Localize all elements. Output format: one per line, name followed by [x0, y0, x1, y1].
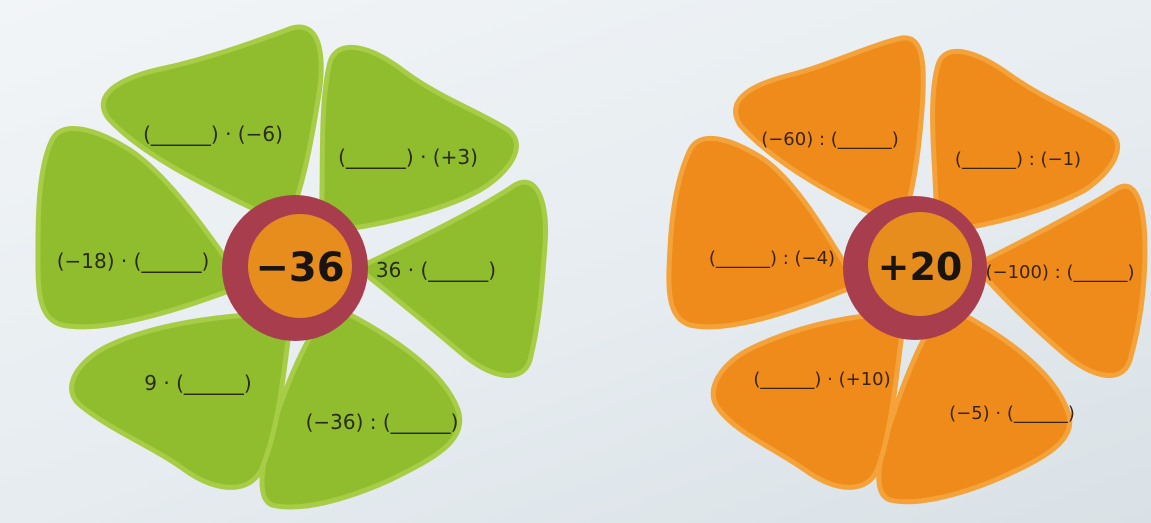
green-flower: −36 (______) · (−6) (______) · (+3) 36 ·…: [35, 24, 548, 510]
green-center-disc: [248, 214, 352, 318]
orange-petal-5: [710, 312, 908, 490]
green-petal-label-2: (______) · (+3): [338, 145, 478, 169]
green-petal-2: [317, 44, 519, 235]
green-petal-label-4: (−36) : (______): [306, 410, 459, 434]
orange-petal-label-3: (−100) : (______): [985, 262, 1134, 283]
green-petal-label-3: 36 · (______): [376, 258, 496, 282]
orange-petal-label-2: (______) : (−1): [955, 149, 1081, 170]
orange-petal-3: [972, 183, 1148, 378]
orange-flower: +20 (−60) : (______) (______) : (−1) (−1…: [666, 35, 1148, 505]
orange-center-disc: [868, 212, 972, 316]
green-petal-1: [100, 24, 324, 228]
orange-petal-1: [733, 35, 926, 228]
orange-petal-label-1: (−60) : (______): [761, 129, 899, 150]
green-petal-label-6: (−18) · (______): [57, 249, 210, 273]
green-center-value: −36: [255, 245, 344, 291]
orange-petal-6: [666, 135, 861, 330]
orange-petal-label-5: (______) · (+10): [753, 369, 890, 390]
orange-petal-label-6: (______) : (−4): [709, 248, 835, 269]
orange-petal-label-4: (−5) · (______): [949, 403, 1075, 424]
green-petal-6: [35, 126, 248, 330]
orange-petal-2: [930, 48, 1121, 235]
orange-petals: [666, 35, 1148, 505]
green-petal-3: [355, 179, 548, 378]
green-petal-5: [69, 312, 295, 490]
green-petal-label-5: 9 · (______): [144, 371, 251, 395]
green-petals: [35, 24, 548, 510]
green-petal-label-1: (______) · (−6): [143, 122, 283, 146]
orange-petal-4: [876, 302, 1073, 505]
orange-center-value: +20: [878, 245, 963, 289]
